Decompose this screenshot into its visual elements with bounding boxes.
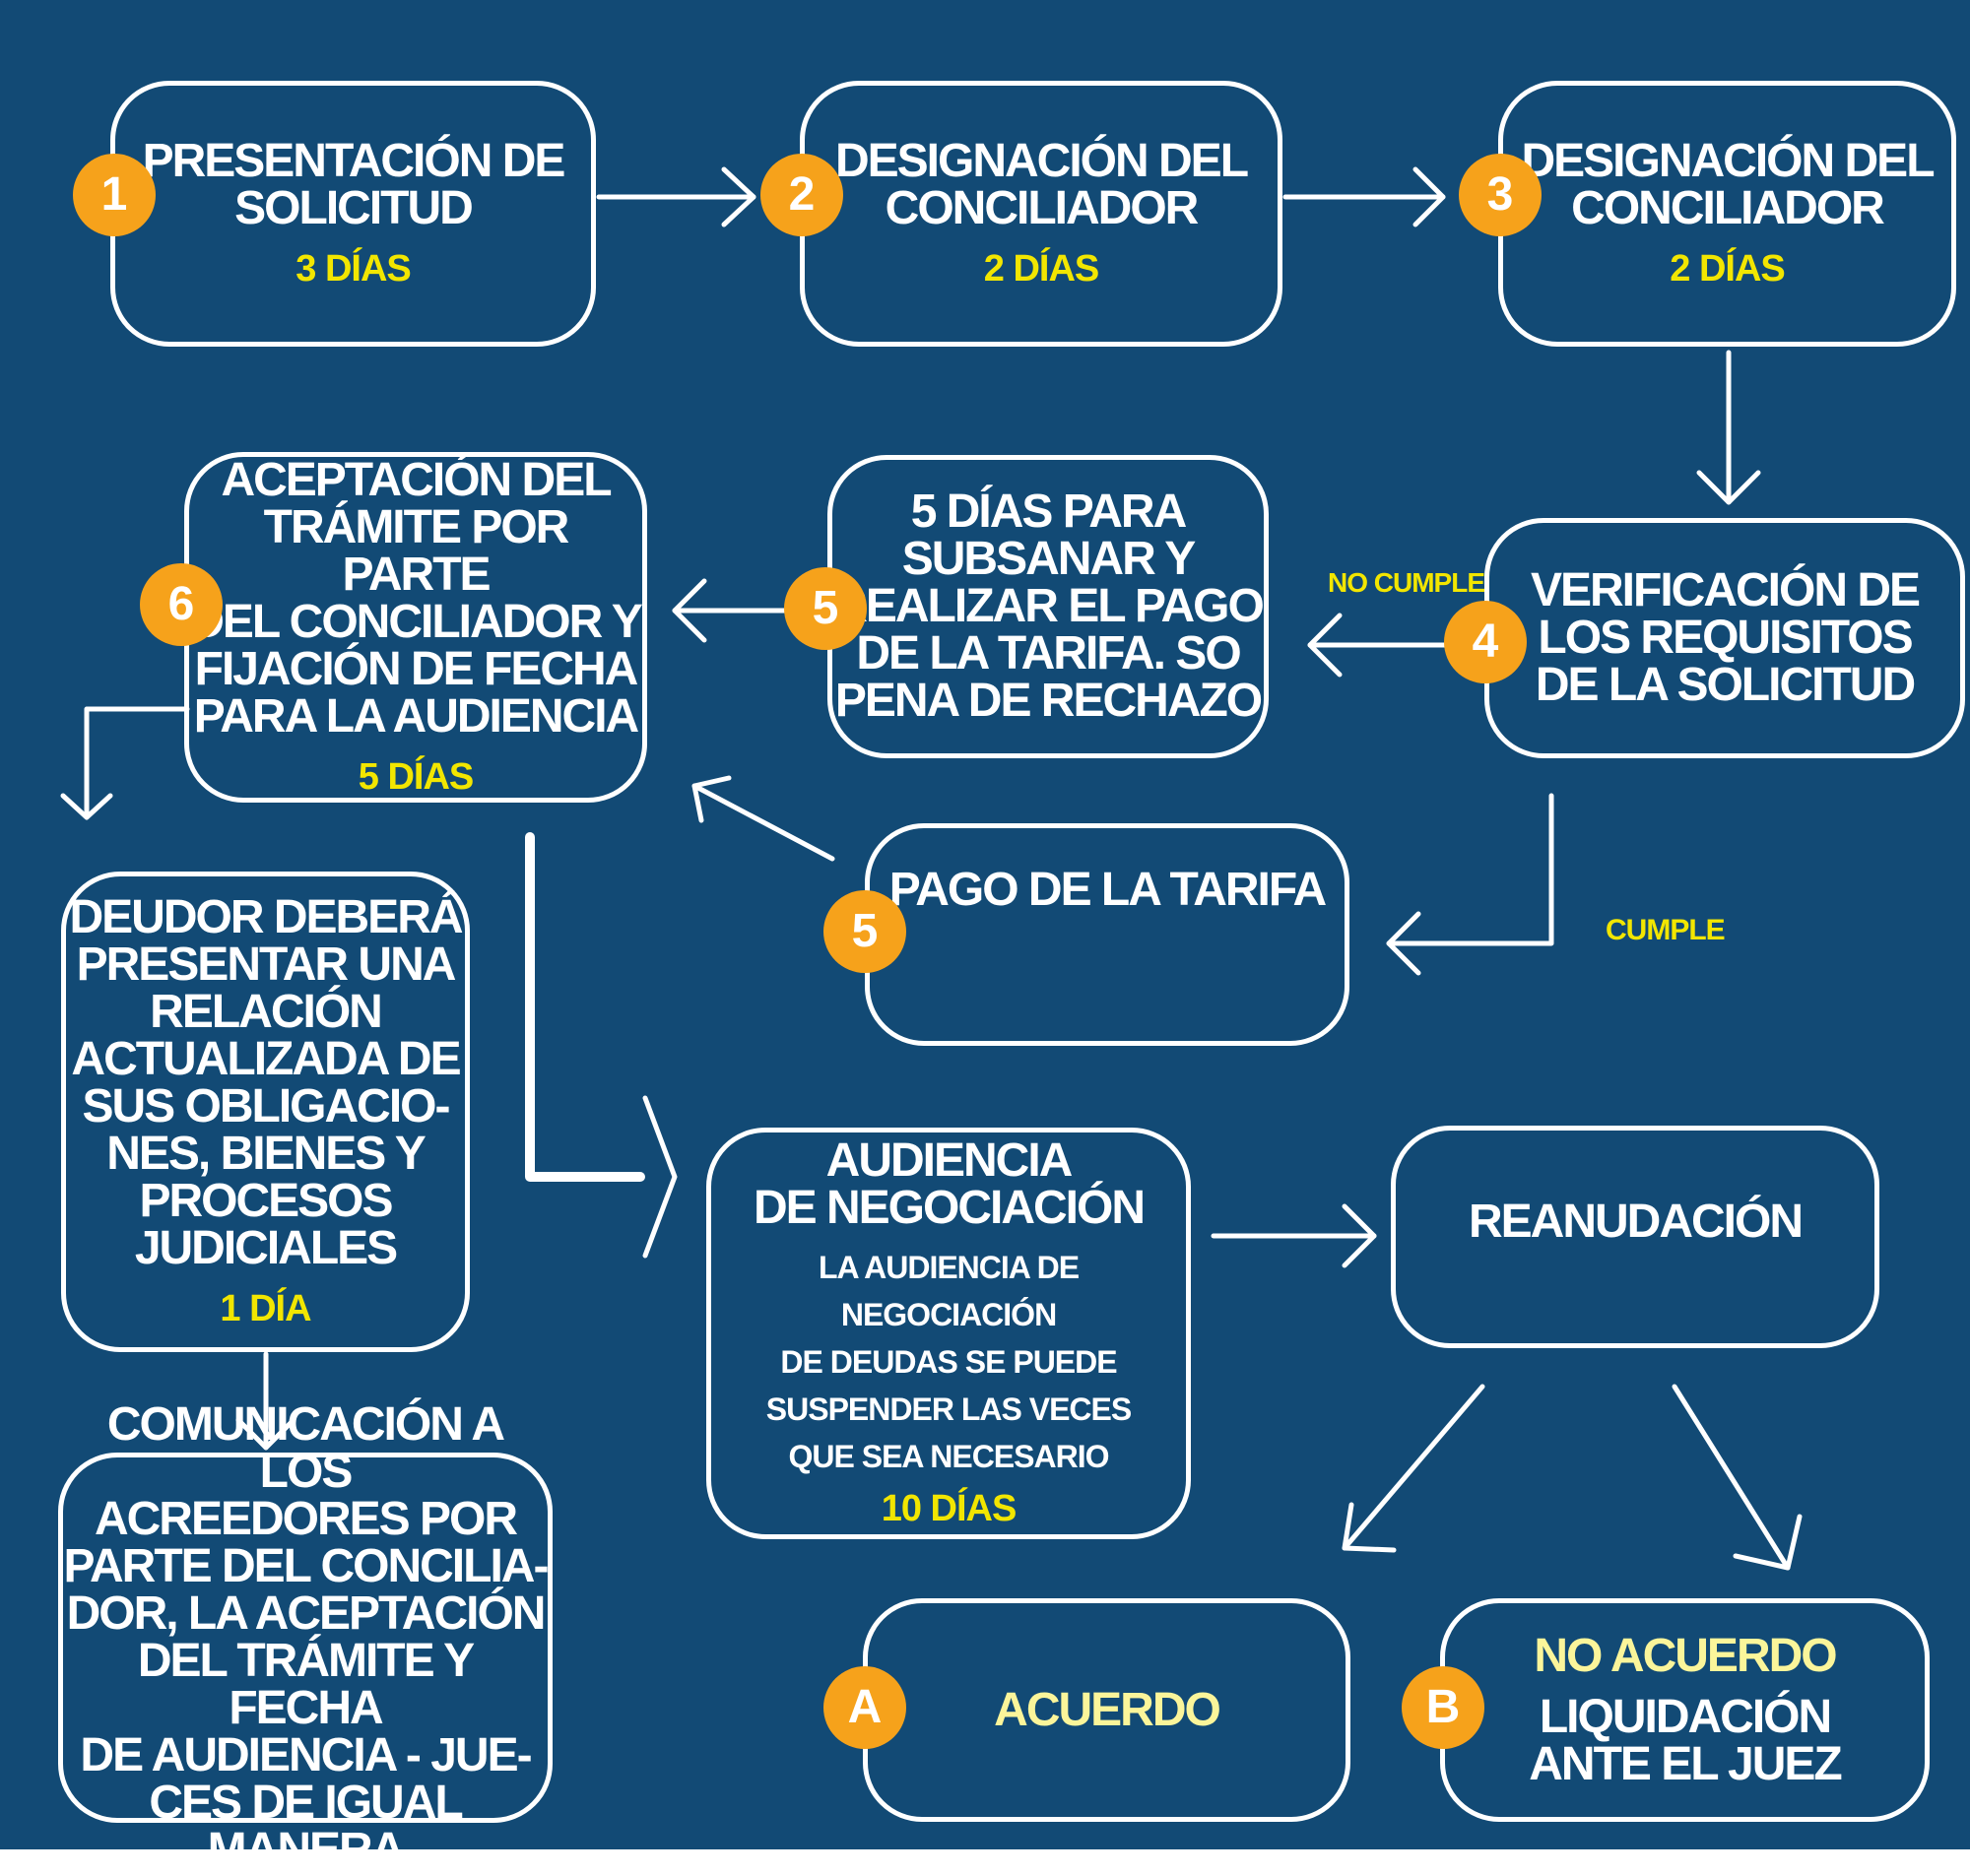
audiencia-title: AUDIENCIA DE NEGOCIACIÓN: [753, 1134, 1146, 1234]
step-3-title: DESIGNACIÓN DEL CONCILIADOR: [1521, 135, 1935, 234]
comunicacion-box: COMUNICACIÓN A LOS ACREEDORES POR PARTE …: [58, 1401, 553, 1874]
step-3-badge: 3: [1459, 154, 1542, 236]
arrow-3-to-4: [1696, 350, 1761, 505]
audiencia-note: LA AUDIENCIA DE NEGOCIACIÓN DE DEUDAS SE…: [765, 1250, 1132, 1474]
comunicacion-title: COMUNICACIÓN A LOS ACREEDORES POR PARTE …: [63, 1398, 550, 1876]
arrow-reanudacion-to-noacuerdo: [1672, 1384, 1803, 1571]
step-2-title: DESIGNACIÓN DEL CONCILIADOR: [834, 135, 1249, 234]
cumple-label: CUMPLE: [1606, 914, 1726, 946]
step-1-badge: 1: [73, 154, 156, 236]
step-5b-box: PAGO DE LA TARIFA: [865, 823, 1349, 1046]
step-4-badge: 4: [1444, 601, 1527, 683]
arrow-1-to-2: [596, 166, 756, 227]
audiencia-box: AUDIENCIA DE NEGOCIACIÓN LA AUDIENCIA DE…: [706, 1128, 1191, 1539]
no-cumple-label: NO CUMPLE: [1328, 567, 1485, 598]
deudor-days: 1 DÍA: [220, 1288, 311, 1329]
acuerdo-badge: A: [823, 1666, 906, 1749]
step-5a-badge: 5: [784, 567, 867, 650]
arrow-6-to-deudor: [60, 706, 190, 820]
acuerdo-title: ACUERDO: [994, 1683, 1221, 1736]
acuerdo-box: ACUERDO: [863, 1598, 1350, 1822]
step-2-box: DESIGNACIÓN DEL CONCILIADOR 2 DÍAS: [800, 81, 1282, 347]
step-2-badge: 2: [760, 154, 843, 236]
reanudacion-title: REANUDACIÓN: [1469, 1196, 1804, 1248]
step-5b-title: PAGO DE LA TARIFA: [888, 864, 1327, 916]
step-3-box: DESIGNACIÓN DEL CONCILIADOR 2 DÍAS: [1498, 81, 1956, 347]
arrow-4-to-5: [1307, 613, 1449, 678]
no-acuerdo-badge: B: [1402, 1666, 1484, 1749]
step-1-title: PRESENTACIÓN DE SOLICITUD: [142, 135, 566, 234]
no-acuerdo-box: NO ACUERDO LIQUIDACIÓN ANTE EL JUEZ: [1440, 1598, 1930, 1822]
audiencia-days: 10 DÍAS: [881, 1488, 1018, 1529]
arrow-deudor-to-comunicacion: [235, 1351, 296, 1451]
step-4-box: VERIFICACIÓN DE LOS REQUISITOS DE LA SOL…: [1484, 518, 1965, 758]
arrow-2-to-3: [1282, 166, 1446, 227]
arrow-audiencia-to-reanudacion: [1211, 1203, 1377, 1268]
no-acuerdo-title: LIQUIDACIÓN ANTE EL JUEZ: [1529, 1690, 1842, 1790]
arrow-reanudacion-to-acuerdo: [1342, 1384, 1485, 1553]
step-5a-title: 5 DÍAS PARA SUBSANAR Y REALIZAR EL PAGO …: [833, 485, 1265, 727]
arrow-pago-to-6: [691, 775, 835, 862]
step-1-days: 3 DÍAS: [296, 248, 411, 290]
step-6-box: ACEPTACIÓN DEL TRÁMITE POR PARTE DEL CON…: [184, 452, 647, 803]
step-4-title: VERIFICACIÓN DE LOS REQUISITOS DE LA SOL…: [1530, 564, 1921, 711]
deudor-title: DEUDOR DEBERÁ PRESENTAR UNA RELACIÓN ACT…: [69, 891, 463, 1274]
step-6-days: 5 DÍAS: [358, 756, 474, 798]
step-6-badge: 6: [140, 563, 223, 646]
step-5a-box: 5 DÍAS PARA SUBSANAR Y REALIZAR EL PAGO …: [827, 455, 1269, 758]
deudor-box: DEUDOR DEBERÁ PRESENTAR UNA RELACIÓN ACT…: [61, 872, 470, 1352]
arrow-6-to-audiencia: [525, 832, 678, 1259]
reanudacion-box: REANUDACIÓN: [1391, 1126, 1879, 1348]
step-6-title: ACEPTACIÓN DEL TRÁMITE POR PARTE DEL CON…: [190, 454, 643, 743]
step-3-days: 2 DÍAS: [1670, 248, 1785, 290]
step-5b-badge: 5: [823, 890, 906, 973]
arrow-5-to-6: [672, 578, 791, 643]
no-acuerdo-highlight: NO ACUERDO: [1534, 1629, 1837, 1682]
arrow-cumple-to-pago: [1386, 793, 1554, 976]
step-2-days: 2 DÍAS: [983, 248, 1099, 290]
step-1-box: PRESENTACIÓN DE SOLICITUD 3 DÍAS: [110, 81, 596, 347]
